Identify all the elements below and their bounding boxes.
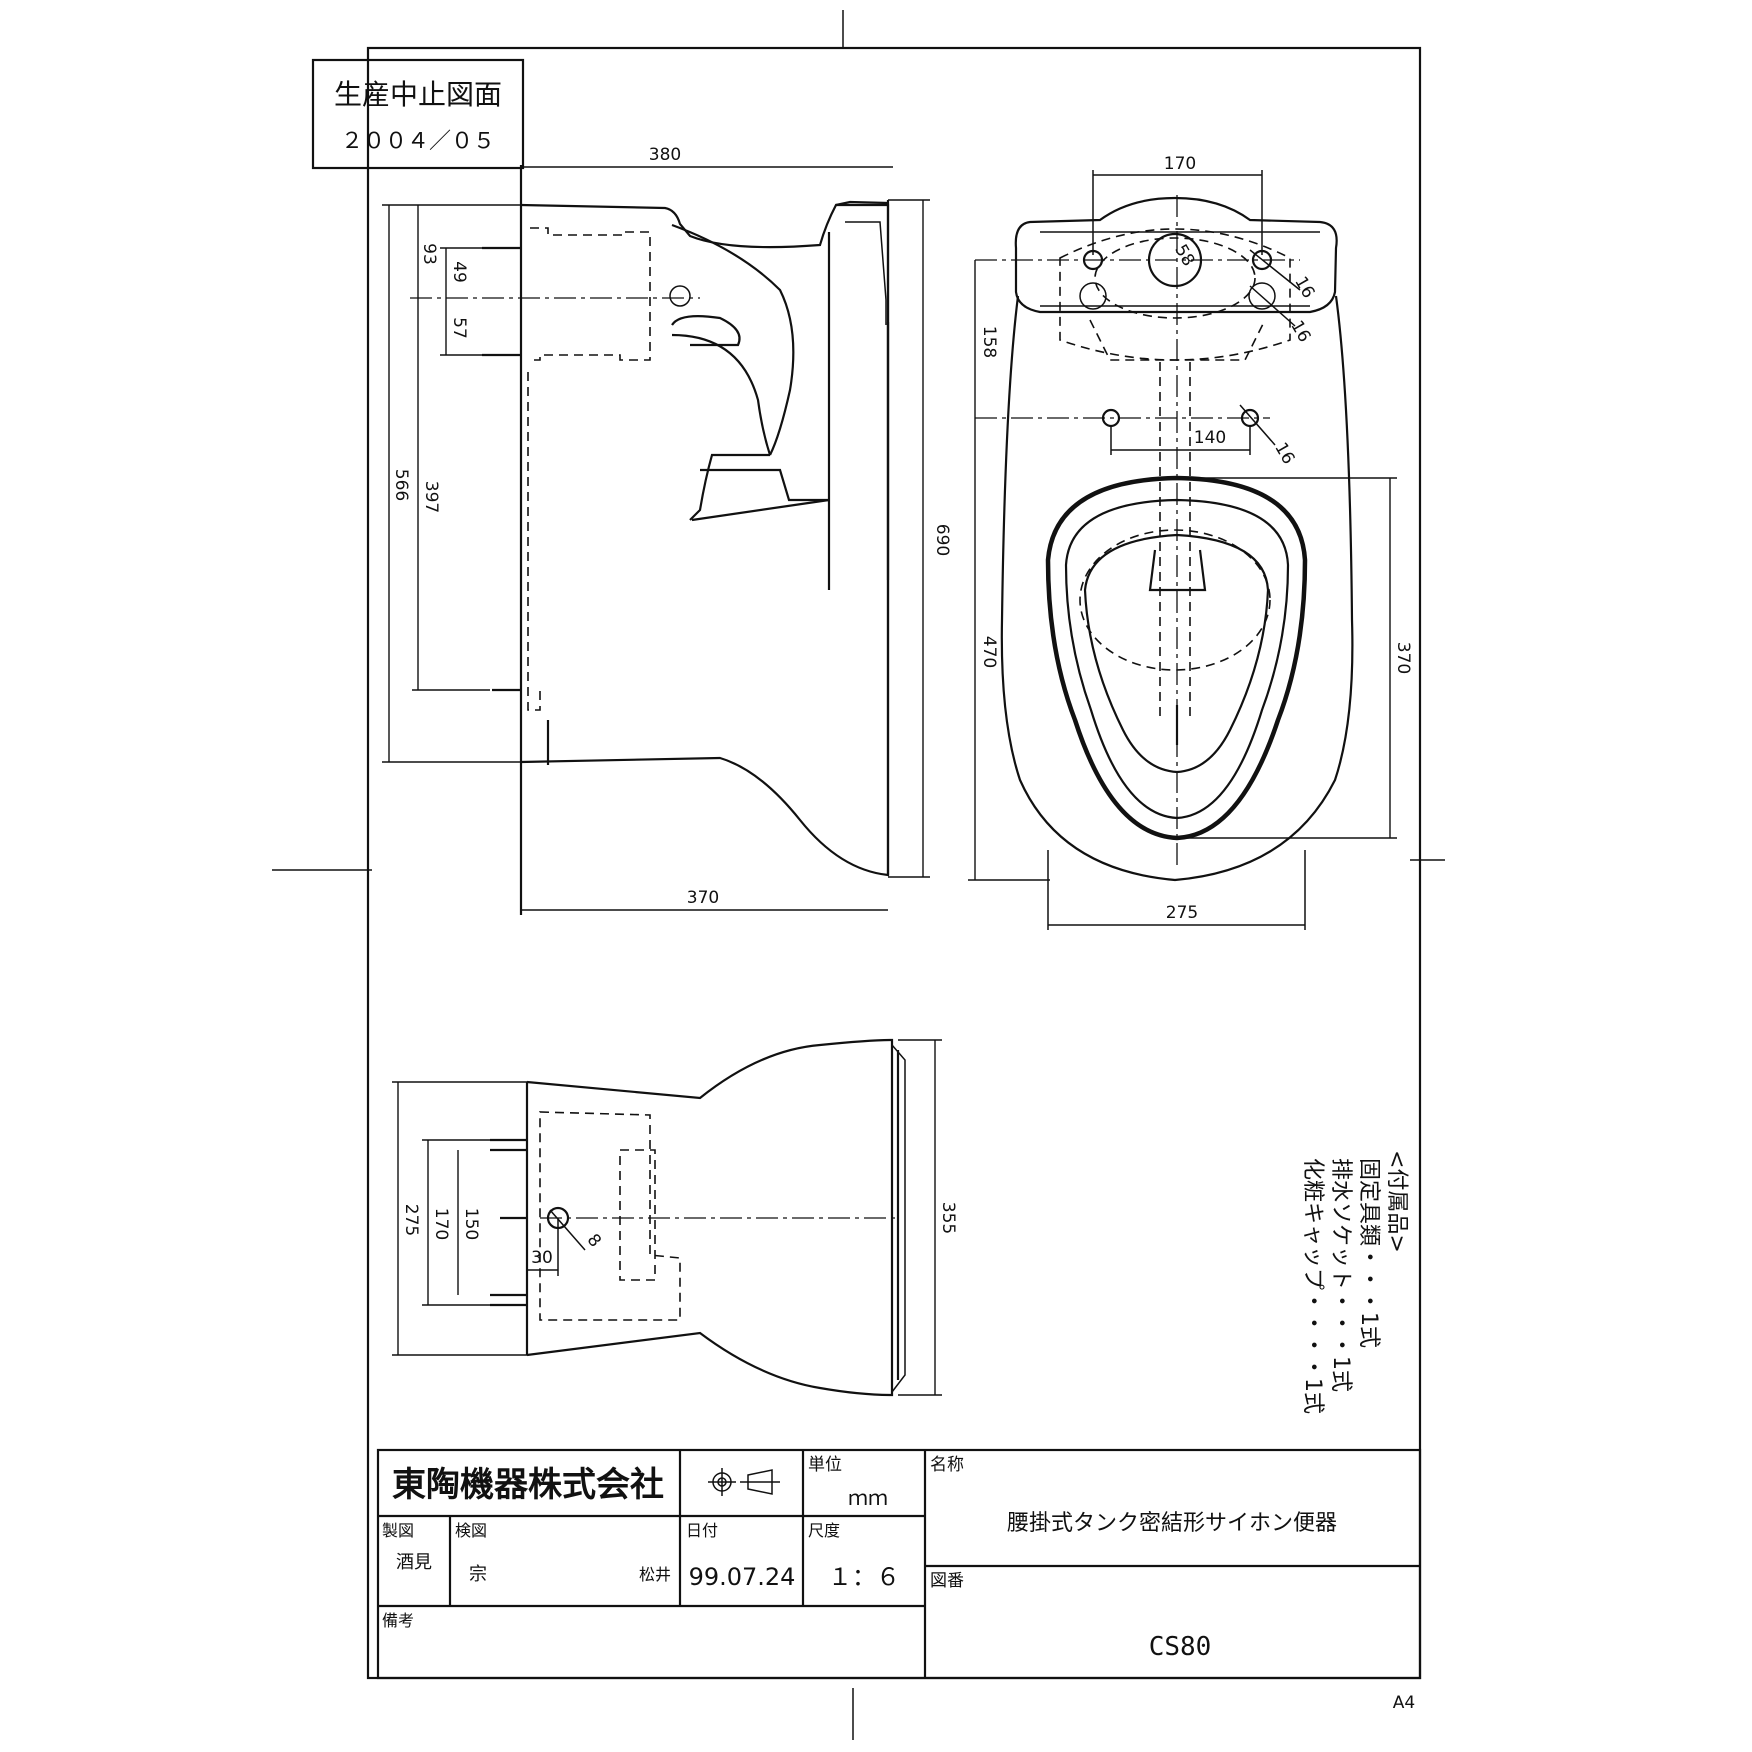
unit-value: ｍｍ [848,1486,888,1510]
bottom-view: 275 170 150 30 8 355 [392,1038,958,1397]
drawing-no-value: CS80 [1149,1632,1212,1662]
wall-bolts [482,246,550,765]
accessories-line-1: 固定具類・・・1式 [1356,1158,1381,1348]
side-dim-690: 690 [932,524,952,556]
accessories-heading: <付属品> [1384,1150,1409,1253]
top-dim-16a: 16 [1290,273,1318,302]
side-dim-57: 57 [449,317,469,339]
registration-marks [272,10,1445,1740]
scale-value: １：６ [828,1563,900,1591]
drawing-no-label: 図番 [930,1571,964,1591]
product-name: 腰掛式タンク密結形サイホン便器 [1007,1511,1337,1536]
top-dim-170: 170 [1164,154,1196,174]
side-view: 380 370 690 566 397 93 49 57 [382,145,952,915]
top-dim-58: 58 [1170,241,1198,270]
side-dim-49: 49 [449,261,469,283]
checked-label: 検図 [455,1521,487,1540]
side-dim-370: 370 [687,888,719,908]
date-value: 99.07.24 [689,1563,796,1591]
paper-size: A4 [1393,1693,1415,1713]
side-dim-397: 397 [421,481,441,513]
side-dim-566: 566 [391,469,411,501]
checked-by: 宗 [469,1564,487,1585]
name-label: 名称 [930,1455,964,1475]
accessories-note: <付属品> 固定具類・・・1式 排水ソケット・・・1式 化粧キャップ・・・・1式 [1300,1150,1409,1414]
bottom-dim-275: 275 [401,1204,421,1236]
accessories-line-2: 排水ソケット・・・1式 [1328,1158,1353,1392]
bottom-dim-355: 355 [938,1202,958,1234]
sheet-border [366,46,1422,1680]
accessories-line-3: 化粧キャップ・・・・1式 [1300,1158,1325,1414]
stamp-line1: 生産中止図面 [334,78,502,111]
top-dim-370: 370 [1393,642,1413,674]
bottom-dim-8: 8 [583,1230,605,1251]
floor-bolts [490,1138,527,1307]
top-view: 170 58 16 16 158 140 16 470 370 275 [968,154,1413,930]
date-label: 日付 [686,1521,718,1540]
stamp-line2: ２００４／０５ [341,129,495,154]
company-name: 東陶機器株式会社 [392,1465,664,1505]
side-dim-380: 380 [649,145,681,165]
discontinued-stamp: 生産中止図面 ２００４／０５ [311,58,525,170]
remarks-label: 備考 [382,1611,414,1630]
drawn-label: 製図 [382,1521,414,1540]
top-dim-140: 140 [1194,428,1226,448]
scale-label: 尺度 [808,1521,840,1540]
approved-by: 松井 [639,1565,671,1584]
bottom-dim-170: 170 [431,1208,451,1240]
title-block: 東陶機器株式会社 単位 ｍｍ 名称 腰掛式タンク密結形サイホン便器 製図 酒見 … [376,1448,1422,1680]
unit-label: 単位 [808,1455,842,1475]
projection-symbol-icon [708,1468,780,1496]
bottom-dim-30: 30 [531,1248,553,1268]
bottom-dim-150: 150 [461,1208,481,1240]
side-dim-93: 93 [419,243,439,265]
drawn-by: 酒見 [396,1552,432,1573]
top-dim-470: 470 [979,636,999,668]
top-dim-275: 275 [1166,903,1198,923]
top-dim-158: 158 [979,326,999,358]
